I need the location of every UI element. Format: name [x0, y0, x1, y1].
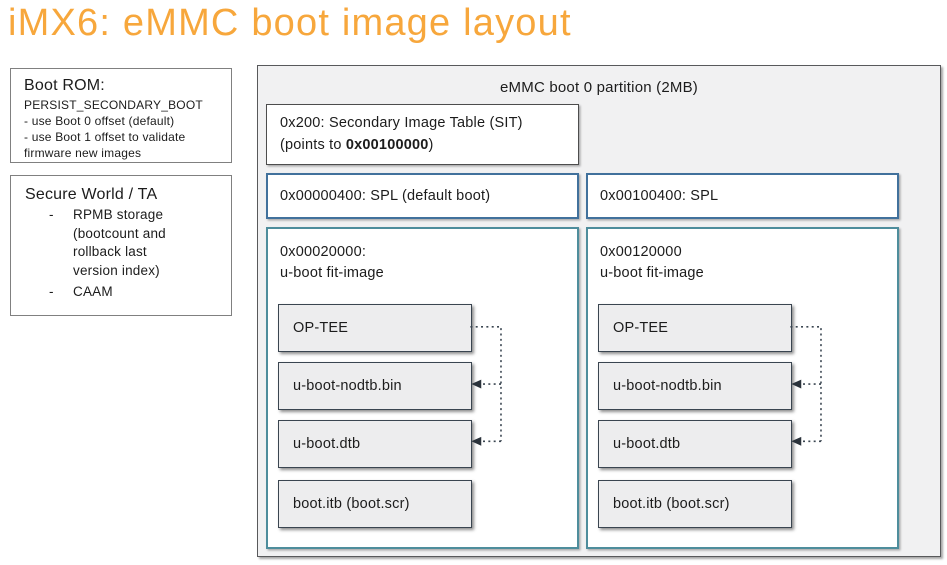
- boot-rom-line: - use Boot 1 offset to validate: [24, 130, 186, 145]
- fit-image-title: 0x00020000: u-boot fit-image: [280, 242, 384, 284]
- sit-pointer-address: 0x00100000: [345, 136, 429, 153]
- bullet-text: RPMB storage (bootcount and rollback las…: [73, 207, 166, 278]
- secure-world-title: Secure World / TA: [25, 186, 158, 203]
- sit-box: 0x200: Secondary Image Table (SIT) (poin…: [266, 104, 579, 165]
- spl-box-boot0: 0x00000400: SPL (default boot): [266, 173, 579, 219]
- fit-image-title: 0x00120000 u-boot fit-image: [600, 242, 704, 284]
- fit-image-address: 0x00120000: [600, 244, 682, 260]
- page-title: iMX6: eMMC boot image layout: [8, 2, 572, 44]
- secure-world-bullet: - RPMB storage (bootcount and rollback l…: [25, 206, 223, 281]
- fit-image-address: 0x00020000:: [280, 244, 367, 260]
- sit-line2: (points to 0x00100000): [280, 135, 570, 157]
- sit-line2-suffix: ): [428, 136, 434, 153]
- boot-rom-title: Boot ROM:: [24, 77, 105, 94]
- emmc-partition-header: eMMC boot 0 partition (2MB): [500, 79, 698, 96]
- boot-rom-line: PERSIST_SECONDARY_BOOT: [24, 98, 203, 112]
- sit-line2-prefix: (points to: [280, 136, 346, 153]
- secure-world-bullet: - CAAM: [25, 283, 223, 302]
- boot-rom-line: firmware new images: [24, 146, 142, 161]
- fit-item-optee: OP-TEE: [598, 304, 792, 352]
- fit-image-label: u-boot fit-image: [280, 265, 384, 282]
- fit-item-boot-itb: boot.itb (boot.scr): [598, 480, 792, 528]
- fit-item-uboot-dtb: u-boot.dtb: [278, 420, 472, 468]
- bullet-dash: -: [49, 207, 54, 222]
- boot-rom-line: - use Boot 0 offset (default): [24, 114, 175, 129]
- fit-image-container-boot1: 0x00120000 u-boot fit-image OP-TEE u-boo…: [586, 227, 899, 549]
- boot-rom-box: Boot ROM: PERSIST_SECONDARY_BOOT - use B…: [10, 68, 232, 163]
- secure-world-box: Secure World / TA - RPMB storage (bootco…: [10, 175, 232, 316]
- fit-item-boot-itb: boot.itb (boot.scr): [278, 480, 472, 528]
- sit-line1: 0x200: Secondary Image Table (SIT): [280, 115, 523, 131]
- fit-item-uboot-dtb: u-boot.dtb: [598, 420, 792, 468]
- spl-box-boot1: 0x00100400: SPL: [586, 173, 899, 219]
- fit-item-uboot-nodtb: u-boot-nodtb.bin: [278, 362, 472, 410]
- emmc-partition-panel: eMMC boot 0 partition (2MB) 0x200: Secon…: [257, 65, 941, 557]
- fit-image-label: u-boot fit-image: [600, 265, 704, 282]
- fit-image-container-boot0: 0x00020000: u-boot fit-image OP-TEE u-bo…: [266, 227, 579, 549]
- fit-item-optee: OP-TEE: [278, 304, 472, 352]
- bullet-dash: -: [49, 283, 54, 299]
- fit-item-uboot-nodtb: u-boot-nodtb.bin: [598, 362, 792, 410]
- bullet-text: CAAM: [73, 283, 113, 299]
